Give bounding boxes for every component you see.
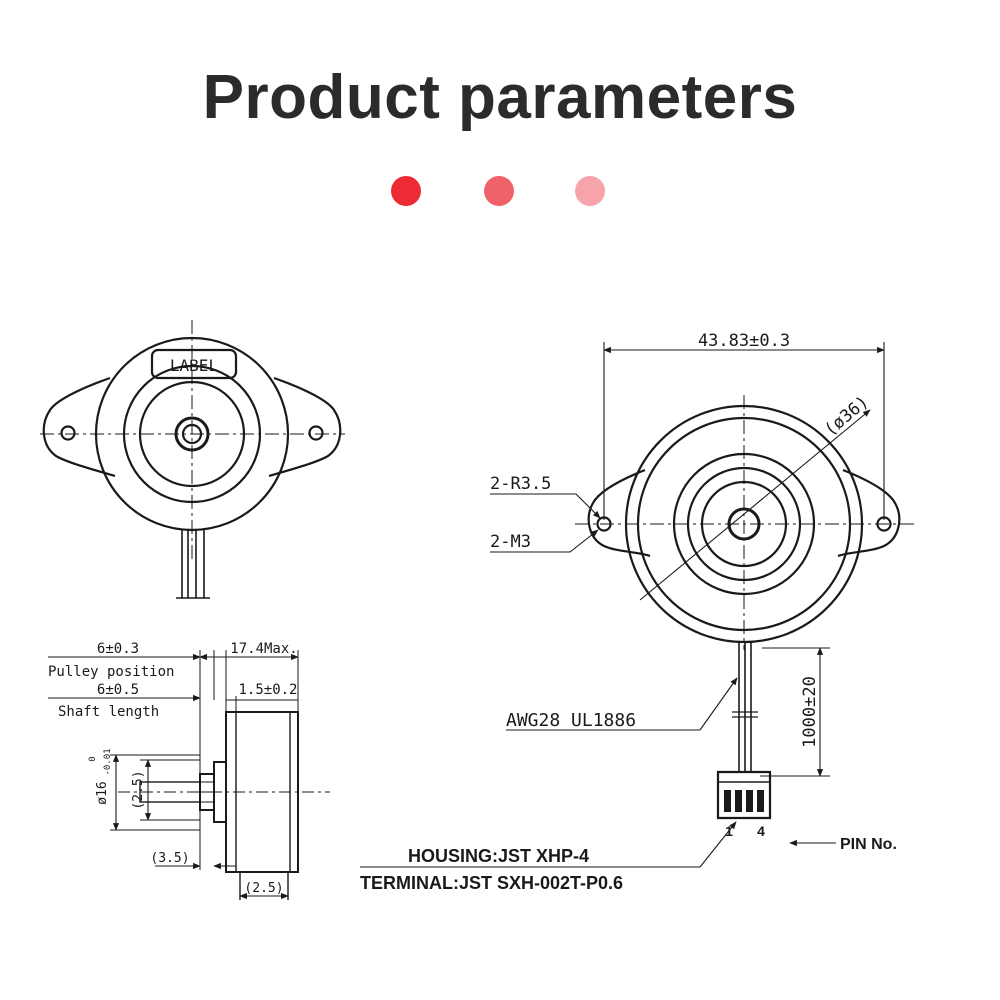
housing-spec: HOUSING:JST XHP-4 — [408, 846, 589, 866]
wire-spec: AWG28 UL1886 — [506, 710, 636, 731]
mount-hole-left — [60, 425, 76, 441]
diameter-16-tol-lower: -0.01 — [103, 748, 113, 775]
lead-length-dim: 1000±20 — [800, 676, 820, 748]
pin-first-number: 1 — [725, 823, 733, 839]
dot-1 — [391, 176, 421, 206]
shaft-length-dim: 6±0.5 — [97, 682, 139, 698]
overall-width-dim: 43.83±0.3 — [698, 331, 790, 351]
pulley-position-text: Pulley position — [48, 664, 174, 680]
shaft-length-text: Shaft length — [58, 704, 159, 720]
pin-number-label: PIN No. — [840, 836, 897, 853]
top-view — [360, 342, 915, 868]
side-view — [48, 650, 330, 900]
dot-2 — [484, 176, 514, 206]
max-length-dim: 17.4Max. — [230, 641, 297, 657]
terminal-spec: TERMINAL:JST SXH-002T-P0.6 — [360, 873, 623, 893]
diameter-16-dim: ø16 — [95, 781, 110, 804]
pin-last-number: 4 — [757, 823, 765, 839]
mount-hole-right — [308, 425, 324, 441]
thread-callout: 2-M3 — [490, 532, 531, 552]
radius-callout: 2-R3.5 — [490, 474, 551, 494]
pulley-position-dim: 6±0.3 — [97, 641, 139, 657]
front-view — [40, 320, 345, 599]
label-tab-text: LABEL — [170, 356, 218, 375]
flange-dim: 1.5±0.2 — [238, 682, 297, 698]
body-diameter-dim: (ø36) — [821, 392, 873, 440]
side-view-labels: 6±0.3 Pulley position 6±0.5 Shaft length… — [48, 641, 298, 896]
offset-dim: (3.5) — [150, 851, 189, 866]
dot-3 — [575, 176, 605, 206]
wire-spacing-dim: (2.5) — [244, 881, 283, 896]
shaft-diameter-dim: (2.5) — [131, 770, 146, 809]
decorative-dots — [0, 176, 1000, 206]
top-view-labels: 43.83±0.3 (ø36) 2-R3.5 2-M3 AWG28 UL1886… — [360, 331, 897, 893]
diameter-16-tol-upper: 0 — [88, 756, 98, 761]
page-title: Product parameters — [202, 63, 798, 132]
